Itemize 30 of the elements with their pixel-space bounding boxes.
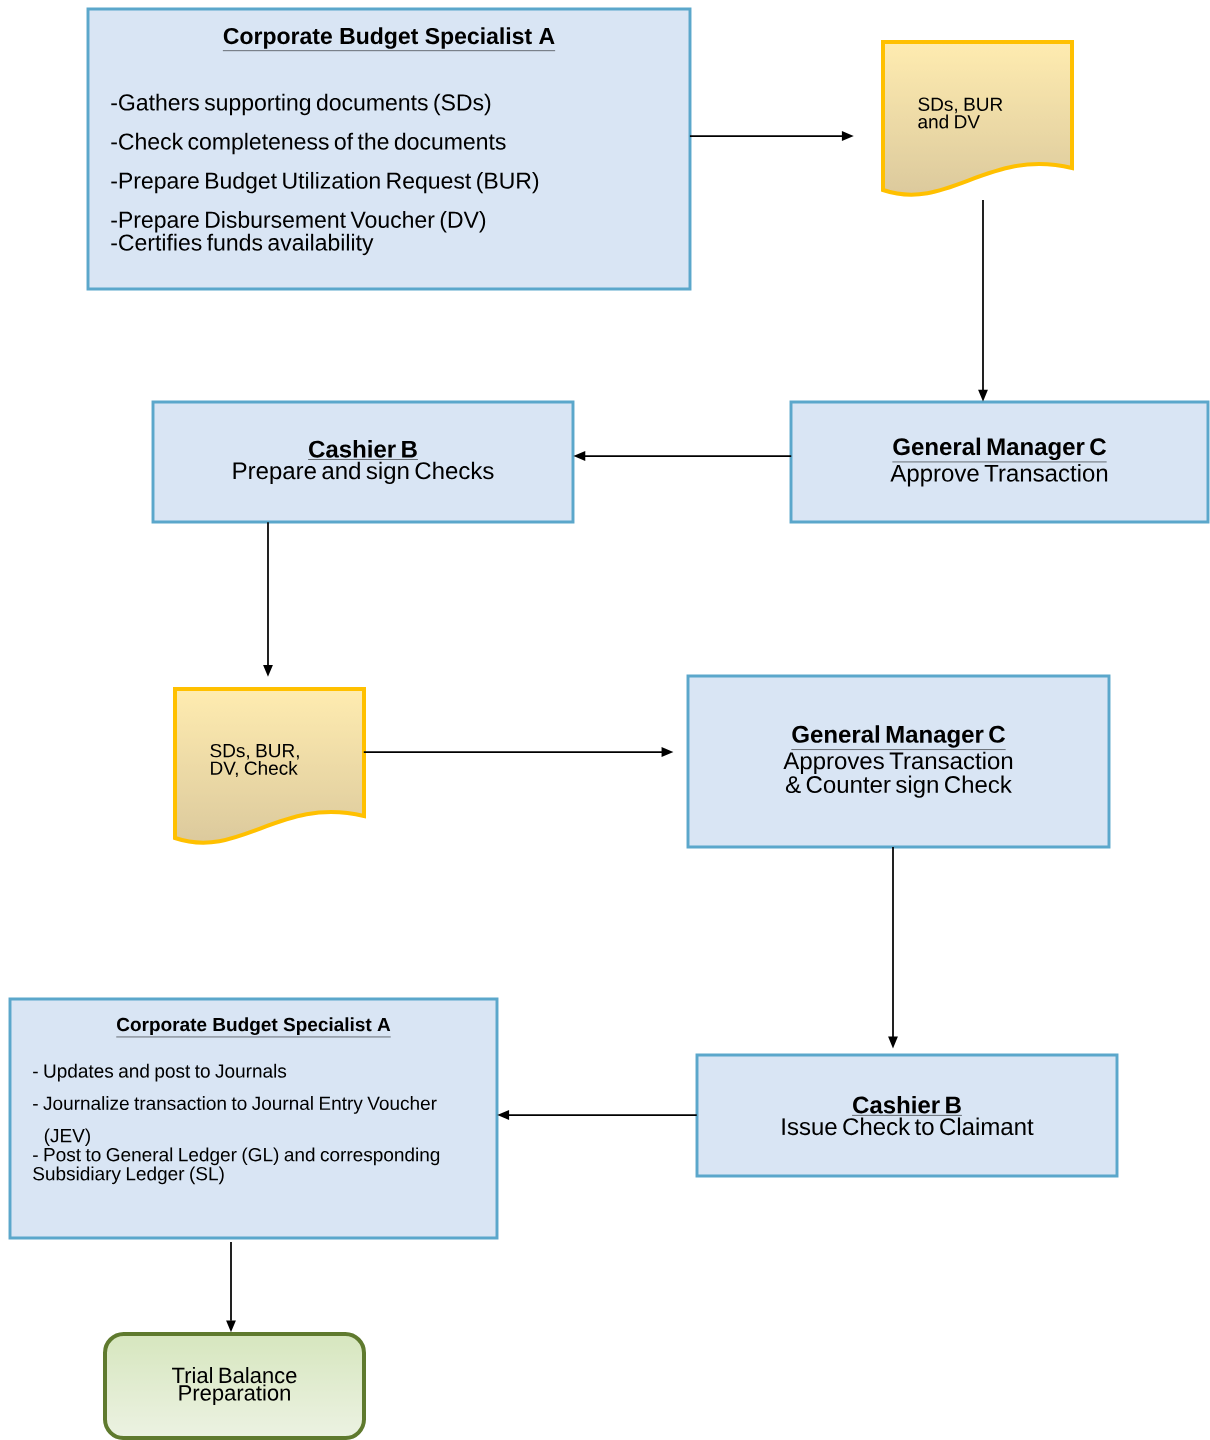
process-box	[789, 400, 1210, 524]
list-item: - Journalize transaction to Journal Entry Voucher (JEV)	[33, 1096, 437, 1147]
process-box	[8, 997, 499, 1240]
list-item: -Prepare Disbursement Voucher (DV)	[111, 211, 486, 233]
box-text: Prepare and sign Checks	[233, 461, 494, 484]
box-heading: Corporate Budget Specialist A	[116, 1017, 391, 1038]
box-text: Approves Transaction & Counter sign Check	[783, 751, 1013, 798]
box-heading: Cashier B	[851, 1095, 963, 1116]
document-shape	[173, 687, 366, 845]
list-item: - Post to General Ledger (GL) and corresponding Subsidiary Ledger (SL)	[33, 1147, 440, 1185]
box-heading: General Manager C	[892, 437, 1107, 463]
box-text: Issue Check to Claimant	[782, 1117, 1034, 1136]
box-text: SDs, BUR and DV	[918, 97, 1003, 129]
box-heading: Cashier B	[307, 440, 419, 460]
rounded-box	[103, 1332, 366, 1440]
document-shape	[881, 40, 1074, 197]
list-item: -Check completeness of the documents	[111, 132, 506, 155]
list-item: -Certifies funds availability	[111, 233, 374, 256]
box-text: Trial Balance Preparation	[172, 1367, 297, 1405]
process-box	[695, 1053, 1119, 1178]
list-item: -Gathers supporting documents (SDs)	[111, 93, 491, 116]
box-heading: General Manager C	[791, 725, 1006, 750]
box-text: Approve Transaction	[890, 464, 1108, 487]
list-item: -Prepare Budget Utilization Request (BUR)	[111, 171, 539, 194]
box-text: SDs, BUR, DV, Check	[210, 743, 299, 778]
process-box	[86, 7, 692, 291]
list-item: - Updates and post to Journals	[33, 1063, 287, 1082]
box-heading: Corporate Budget Specialist A	[222, 27, 556, 51]
process-box	[151, 400, 575, 524]
process-box	[686, 674, 1111, 849]
